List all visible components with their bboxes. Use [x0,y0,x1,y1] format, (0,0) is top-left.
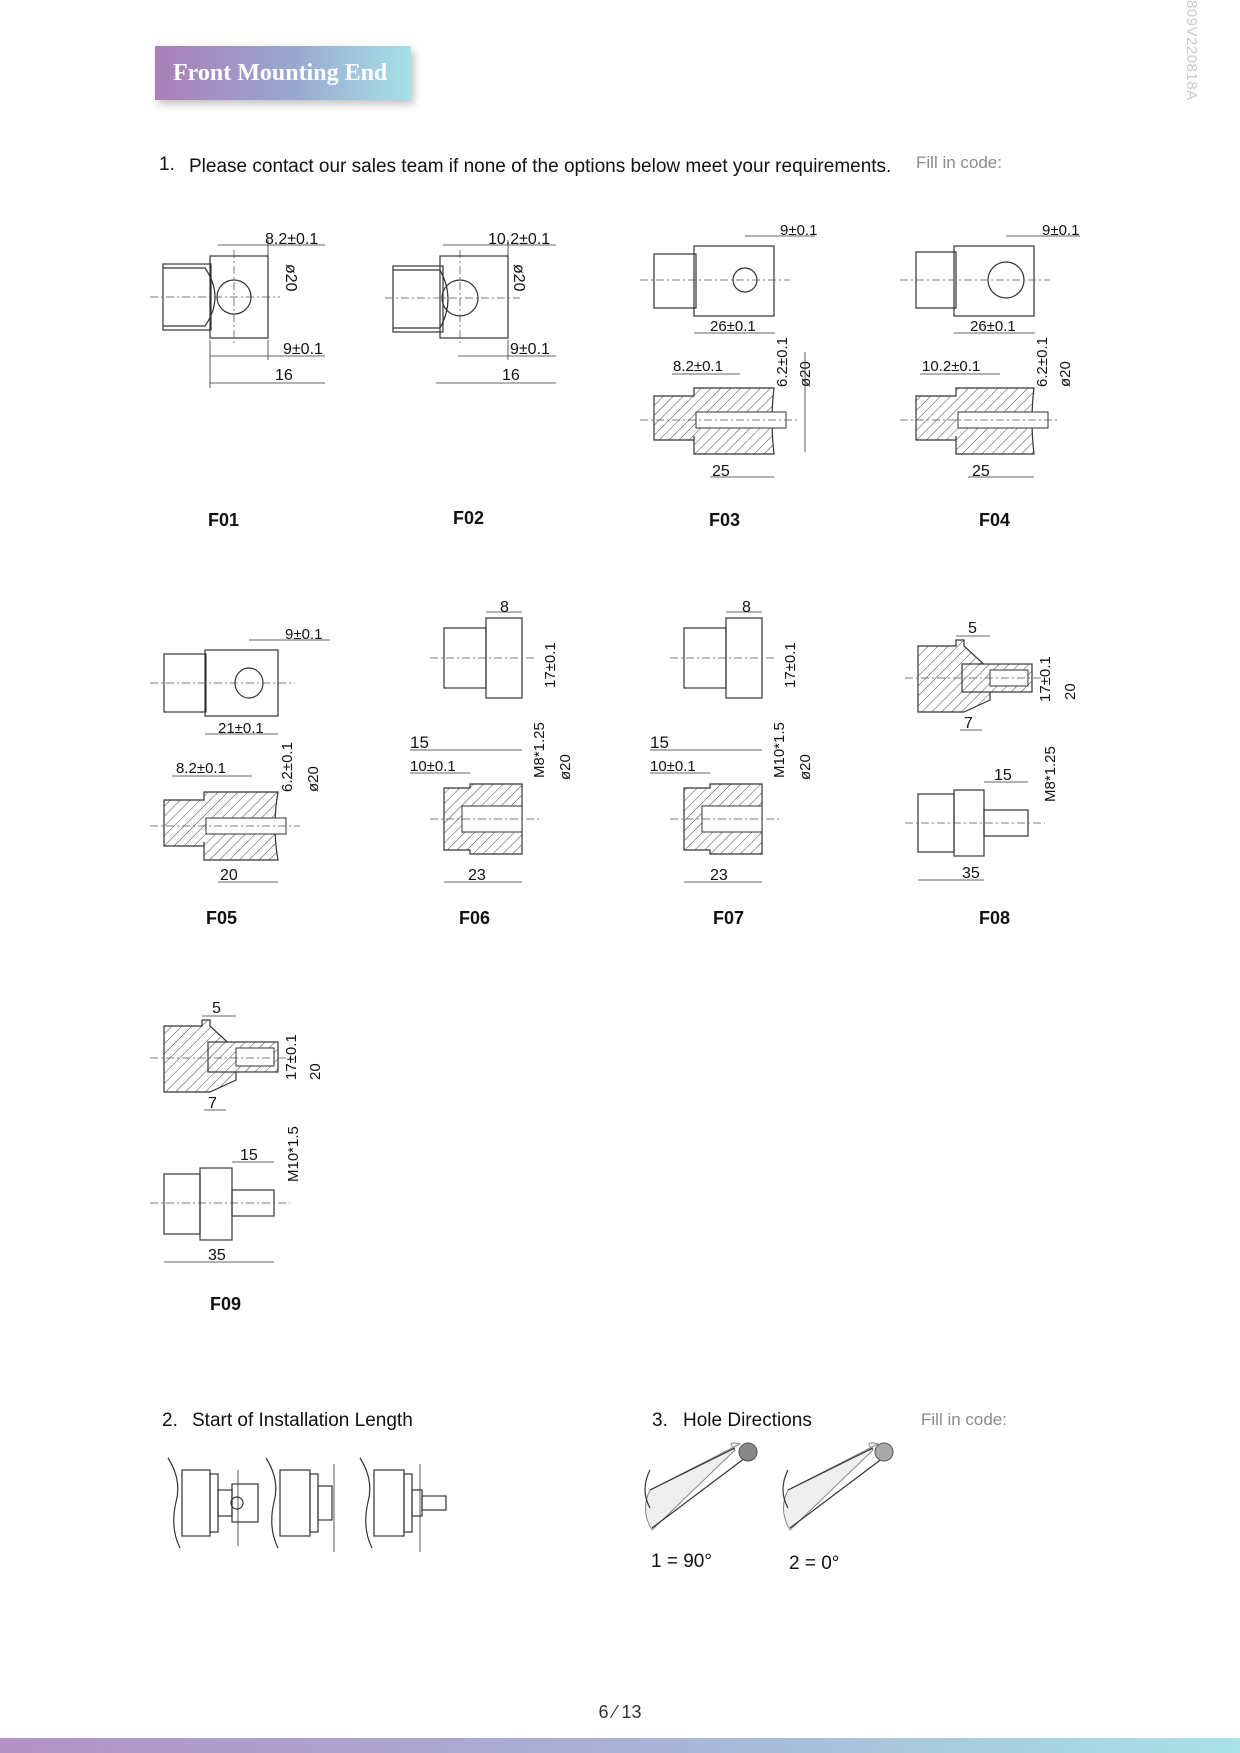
f09-dim-b: 17±0.1 [283,1034,300,1080]
f06-dim-b: 17±0.1 [542,642,559,688]
f04-dim-b: 26±0.1 [970,318,1016,335]
f06-dim-d: 10±0.1 [410,758,456,775]
drawing-f04: 9±0.1 26±0.1 10.2±0.1 6.2±0.1 ø20 25 [900,222,1080,480]
f07-dim-d: 10±0.1 [650,758,696,775]
f06-dim-f: ø20 [557,754,574,780]
f01-dim-a: 8.2±0.1 [265,231,318,248]
section2-number: 2. [162,1410,178,1431]
f03-dim-c: 8.2±0.1 [673,358,723,375]
f04-dim-a: 9±0.1 [1042,222,1079,239]
f01-dim-c: 16 [275,367,293,384]
f09-dim-g: 35 [208,1247,226,1264]
f09-dim-a: 5 [212,1000,221,1017]
drawing-f03: 9±0.1 26±0.1 8.2±0.1 6.2±0.1 ø20 25 [640,222,817,480]
f09-dim-f: M10*1.5 [285,1126,302,1182]
f04-dim-f: 25 [972,463,990,480]
f07-dim-c: 15 [650,733,669,752]
f07-dim-b: 17±0.1 [782,642,799,688]
f08-dim-b: 17±0.1 [1037,656,1054,702]
f03-dim-f: 25 [712,463,730,480]
drawing-f05: 9±0.1 21±0.1 8.2±0.1 6.2±0.1 ø20 20 [150,626,330,884]
caption-f04: F04 [979,510,1011,530]
f09-dim-c: 20 [307,1063,324,1080]
drawing-f07: 8 17±0.1 15 10±0.1 M10*1.5 ø20 23 [650,599,814,884]
f07-dim-a: 8 [742,599,751,616]
f03-dim-b: 26±0.1 [710,318,756,335]
f04-dim-c: 10.2±0.1 [922,358,980,375]
technical-drawings: 8.2±0.1 9±0.1 16 ø20 10.2±0.1 9±0.1 16 ø… [150,222,1080,1552]
f05-dim-a: 9±0.1 [285,626,322,643]
f03-dim-a: 9±0.1 [780,222,817,239]
f08-dim-d: 7 [964,715,973,732]
f06-dim-c: 15 [410,733,429,752]
f05-dim-e: ø20 [305,766,322,792]
drawing-f01: 8.2±0.1 9±0.1 16 ø20 [150,231,325,388]
f03-dim-d: 6.2±0.1 [774,337,791,387]
f04-dim-e: ø20 [1057,361,1074,387]
f05-dim-f: 20 [220,867,238,884]
hole-direction-drawings [644,1442,894,1531]
drawing-f09: 5 17±0.1 20 7 15 M10*1.5 35 [150,1000,324,1264]
f02-dim-d: ø20 [510,264,527,292]
f02-dim-c: 16 [502,367,520,384]
section3-number: 3. [652,1410,668,1431]
hole-direction-option-2: 2 = 0° [789,1553,840,1574]
section1-fill-label: Fill in code: [916,153,1002,172]
installation-length-drawings [167,1457,447,1552]
f08-dim-g: 35 [962,865,980,882]
drawing-f08: 5 17±0.1 20 7 15 M8*1.25 35 [905,620,1079,882]
f05-dim-c: 8.2±0.1 [176,760,226,777]
f05-dim-b: 21±0.1 [218,720,264,737]
caption-f08: F08 [979,908,1011,928]
f06-dim-e: M8*1.25 [531,722,548,778]
f09-dim-e: 15 [240,1147,258,1164]
caption-f09: F09 [210,1294,242,1314]
caption-f02: F02 [453,508,485,528]
drawing-f02: 10.2±0.1 9±0.1 16 ø20 [385,231,556,384]
section3-fill-label: Fill in code: [921,1410,1007,1429]
f01-dim-b: 9±0.1 [283,341,323,358]
f02-dim-a: 10.2±0.1 [488,231,550,248]
drawing-f06: 8 17±0.1 15 10±0.1 M8*1.25 ø20 23 [410,599,574,884]
f08-dim-c: 20 [1062,683,1079,700]
f07-dim-f: ø20 [797,754,814,780]
section1-text: Please contact our sales team if none of… [189,156,892,177]
section3-title: Hole Directions [683,1410,812,1431]
f07-dim-g: 23 [710,867,728,884]
caption-f01: F01 [208,510,240,530]
f05-dim-d: 6.2±0.1 [279,742,296,792]
caption-f05: F05 [206,908,238,928]
f08-dim-e: 15 [994,767,1012,784]
section1-number: 1. [159,154,175,175]
f06-dim-a: 8 [500,599,509,616]
f07-dim-e: M10*1.5 [771,722,788,778]
page-number: 6 ⁄ 13 [598,1702,642,1722]
page-title: Front Mounting End [173,60,388,86]
page-title-banner: Front Mounting End [155,46,411,100]
caption-f07: F07 [713,908,745,928]
f08-dim-a: 5 [968,620,977,637]
footer-gradient-bar [0,1738,1240,1753]
caption-f03: F03 [709,510,741,530]
caption-f06: F06 [459,908,491,928]
section2-title: Start of Installation Length [192,1410,413,1431]
f06-dim-g: 23 [468,867,486,884]
document-code: 809V220818A [1183,0,1200,101]
f09-dim-d: 7 [208,1095,217,1112]
f03-dim-e: ø20 [797,361,814,387]
f08-dim-f: M8*1.25 [1042,746,1059,802]
f01-dim-d: ø20 [282,264,299,292]
f02-dim-b: 9±0.1 [510,341,550,358]
f04-dim-d: 6.2±0.1 [1034,337,1051,387]
hole-direction-option-1: 1 = 90° [651,1551,712,1572]
